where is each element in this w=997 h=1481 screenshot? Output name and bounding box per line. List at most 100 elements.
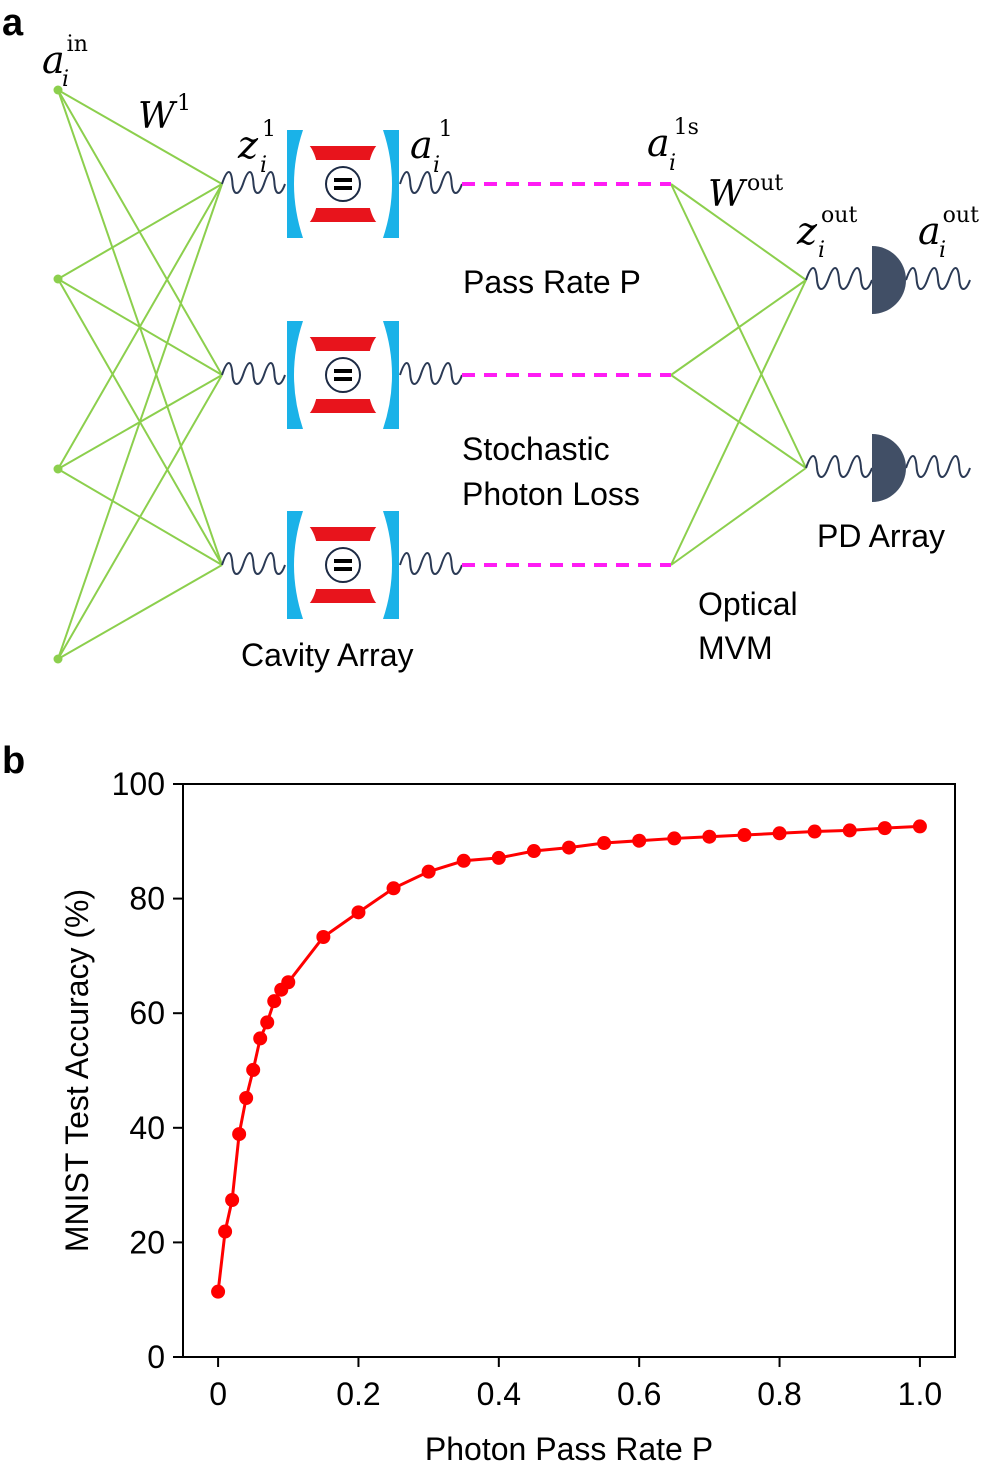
cavity [287,511,399,619]
data-point [632,833,647,848]
panel-letter-a: a [2,2,24,44]
photon-wave [221,171,286,194]
data-point [225,1192,240,1207]
photodetector [872,246,906,314]
weight-line [57,183,223,470]
photon-wave [399,362,463,385]
data-point [807,824,822,839]
data-point [597,836,612,851]
atom-level [334,186,352,190]
input-node [53,464,63,474]
label-optical: Optical [698,586,798,622]
photon-wave [399,552,463,575]
right-mirror [383,511,399,619]
cavity [287,321,399,429]
series-line [216,824,920,1292]
left-mirror [287,511,303,619]
data-point [491,850,506,865]
photodetector-array [872,246,906,502]
photon-wave [221,552,286,575]
photon-wave [805,455,873,478]
data-point [281,975,296,990]
photon-wave [805,267,873,290]
atom [325,357,361,393]
label-a1s-sub: i [669,151,676,176]
data-point [456,853,471,868]
atom [325,166,361,202]
data-points [211,819,927,1299]
label-cavity-array: Cavity Array [241,637,413,673]
weight-line [57,564,223,660]
data-point [274,982,289,997]
data-point [877,821,892,836]
data-point [772,826,787,841]
weight-line [670,467,807,566]
data-point [526,844,541,859]
label-z1-sub: i [260,153,267,178]
label-a1-sub: i [433,153,440,178]
atom-level [334,567,352,571]
photon-waves [221,171,971,575]
label-mvm: MVM [698,630,773,666]
data-point [218,1224,233,1239]
atom-level [334,369,352,373]
weight-line [57,89,223,185]
label-a-out: aout [918,203,979,253]
y-tick-label: 40 [129,1110,165,1146]
label-a-out-sub: i [939,238,946,263]
weight-lines-wout [670,183,807,566]
y-tick-label: 20 [129,1224,165,1260]
x-tick-label: 1.0 [898,1376,942,1412]
label-photon-loss: Photon Loss [462,476,640,512]
photon-wave [399,171,463,194]
atom [325,547,361,583]
data-point [316,929,331,944]
plot-frame [182,783,956,1358]
label-pd-array: PD Array [817,518,945,554]
photon-wave [905,267,971,290]
data-point [667,831,682,846]
atom-level [334,559,352,563]
input-nodes [53,85,63,664]
panel-letter-b: b [2,740,26,782]
label-stochastic: Stochastic [462,431,610,467]
data-point [232,1127,247,1142]
label-z-out-sub: i [818,238,825,263]
photon-loss-lines [462,182,671,567]
photon-wave [221,362,286,385]
cavity [287,130,399,238]
data-point [842,823,857,838]
atom-level [334,377,352,381]
weight-line [670,183,807,469]
label-wout: Wout [708,171,783,215]
weight-line [670,183,807,281]
y-tick-label: 60 [129,995,165,1031]
label-a-in: ain [42,32,88,82]
weight-line [670,279,807,566]
weight-line [57,183,223,660]
data-point [702,829,717,844]
input-node [53,85,63,95]
weight-line [57,374,223,660]
weight-line [57,183,223,280]
data-point [912,819,927,834]
x-tick-label: 0.2 [336,1376,380,1412]
x-tick-label: 0.6 [617,1376,661,1412]
x-axis-label: Photon Pass Rate P [425,1431,713,1467]
cavity-array [287,130,399,619]
data-point [267,994,282,1009]
weight-lines-w1 [57,89,223,660]
left-mirror [287,321,303,429]
data-point [421,864,436,879]
label-w1: W1 [138,91,191,137]
data-point [562,840,576,855]
y-tick-label: 100 [112,766,165,802]
data-point [737,827,752,842]
right-mirror [383,321,399,429]
input-node [53,274,63,284]
y-tick-label: 80 [129,881,165,917]
